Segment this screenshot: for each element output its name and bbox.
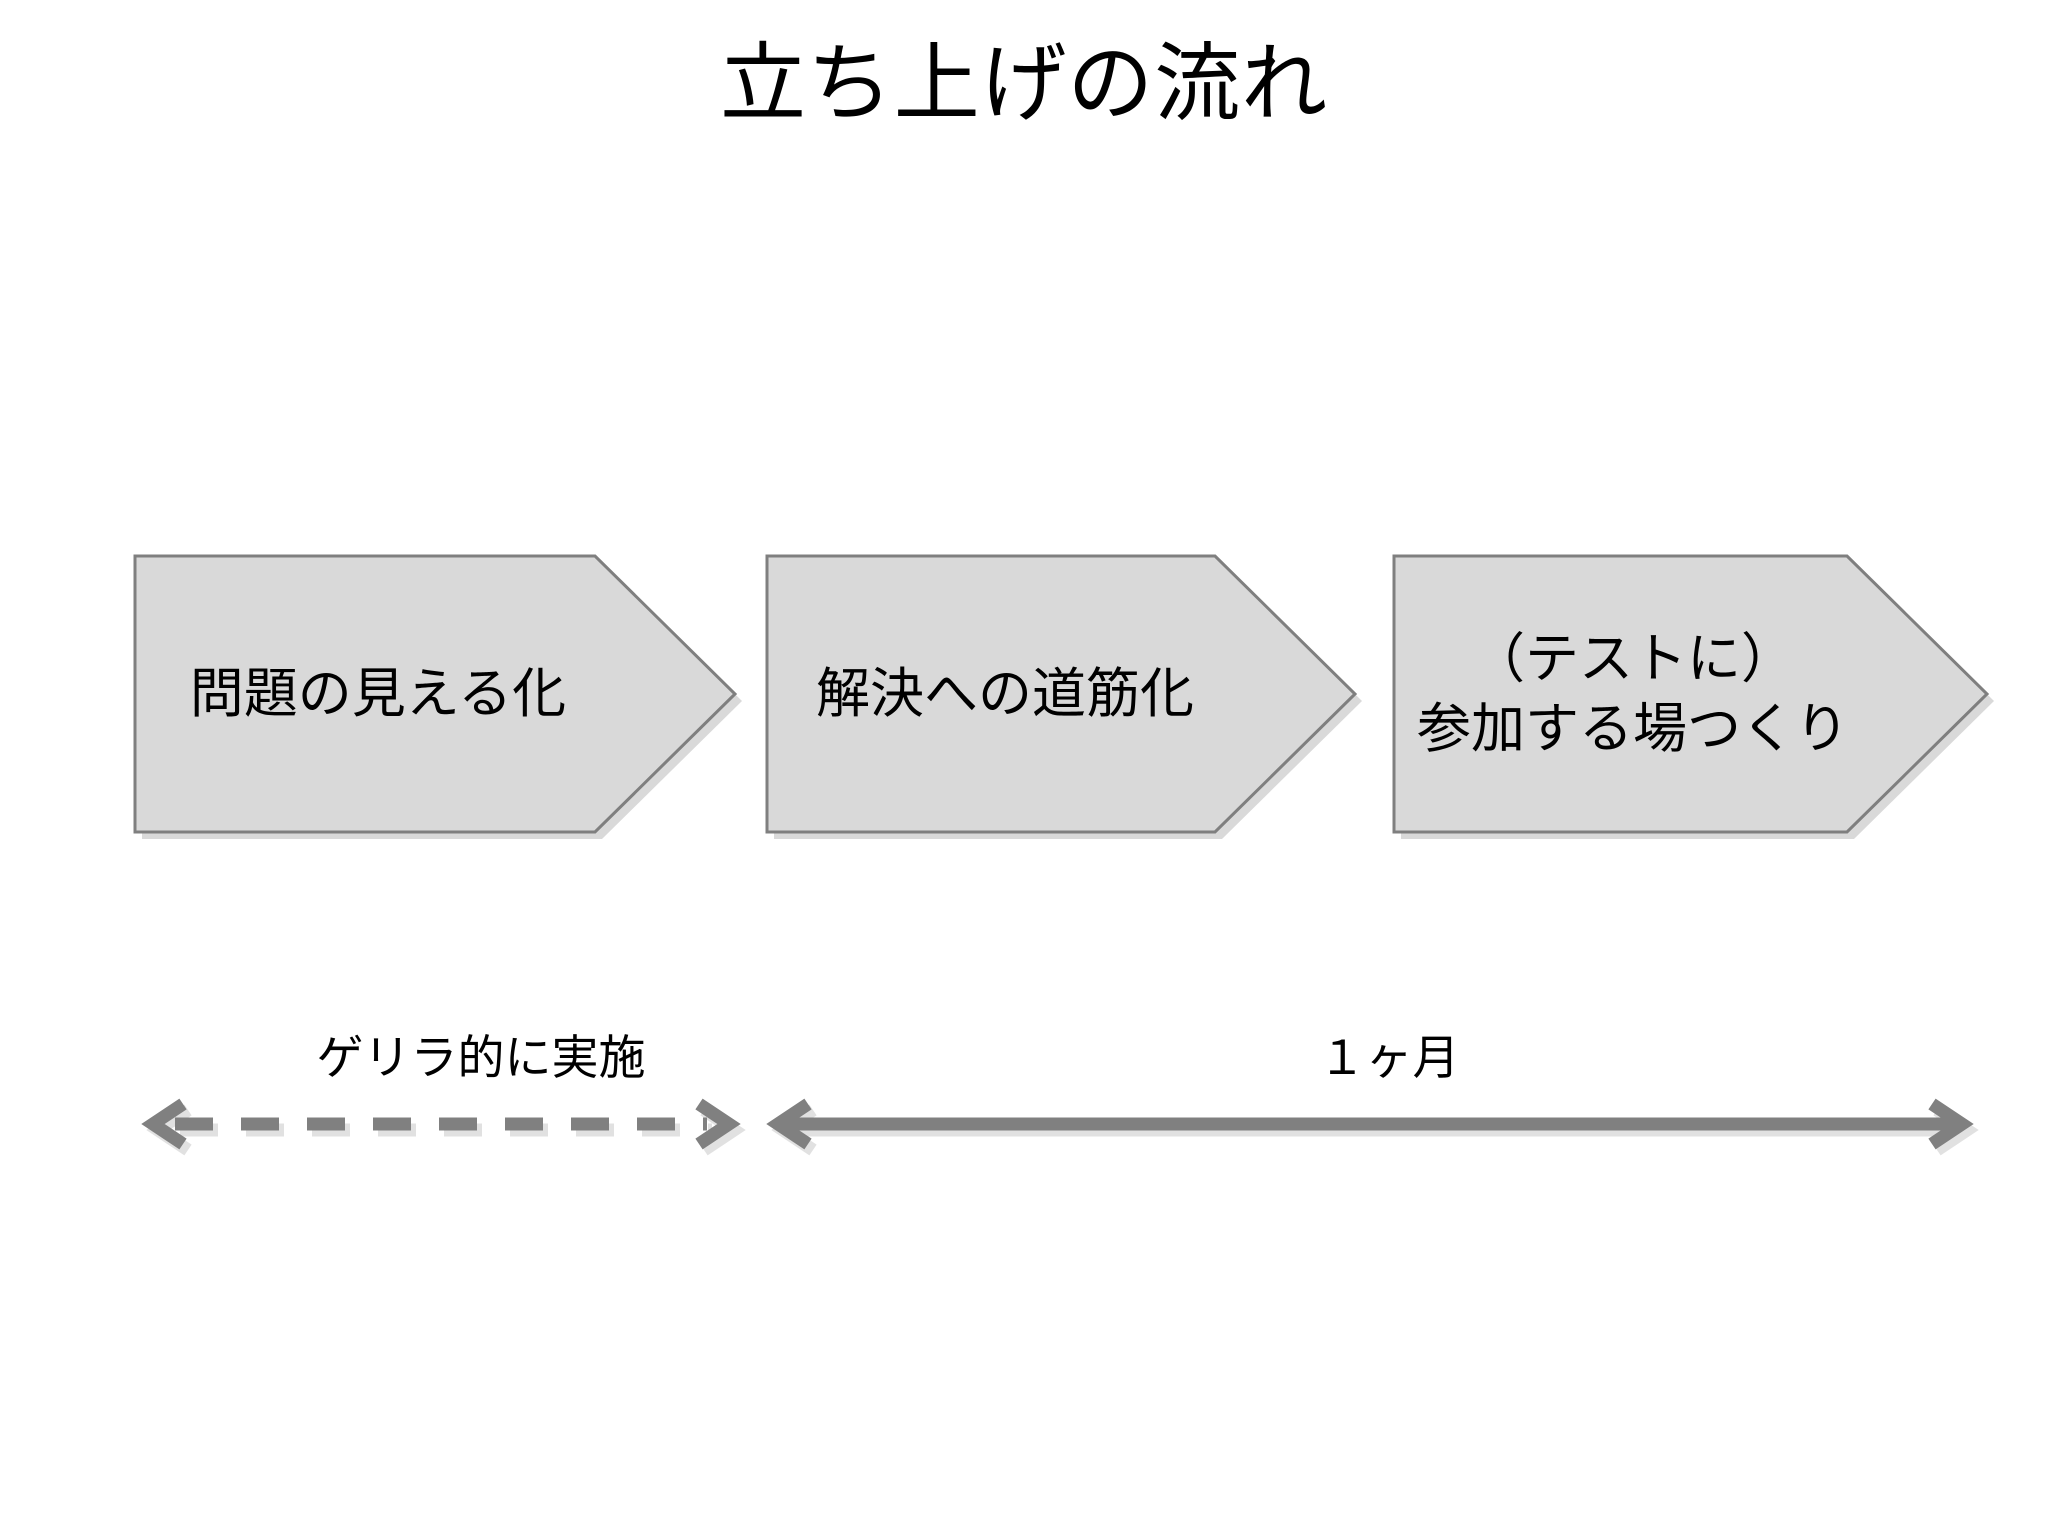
- flow-step-participation-place[interactable]: （テストに） 参加する場つくり: [1387, 549, 1994, 839]
- process-flow-row: 問題の見える化 解決への道筋化 （テストに） 参加する場つくり: [0, 549, 2048, 839]
- double-headed-dashed-arrow-icon: [141, 1098, 746, 1156]
- page-title: 立ち上げの流れ: [719, 36, 1329, 132]
- double-headed-solid-arrow-icon: [766, 1098, 1979, 1156]
- timeline-row: ゲリラ的に実施 １ヶ月: [0, 1020, 2048, 1180]
- chevron-arrow-icon: [133, 554, 742, 839]
- flow-step-solution-path[interactable]: 解決への道筋化: [760, 549, 1362, 839]
- timeline-caption: １ヶ月: [1318, 1031, 1460, 1084]
- flow-step-problem-visualization[interactable]: 問題の見える化: [128, 549, 742, 839]
- timeline-segment-one-month[interactable]: １ヶ月: [766, 1020, 1979, 1180]
- chevron-arrow-icon: [765, 554, 1362, 839]
- chevron-arrow-icon: [1392, 554, 1994, 839]
- timeline-caption: ゲリラ的に実施: [316, 1031, 646, 1084]
- timeline-segment-guerrilla[interactable]: ゲリラ的に実施: [141, 1020, 747, 1180]
